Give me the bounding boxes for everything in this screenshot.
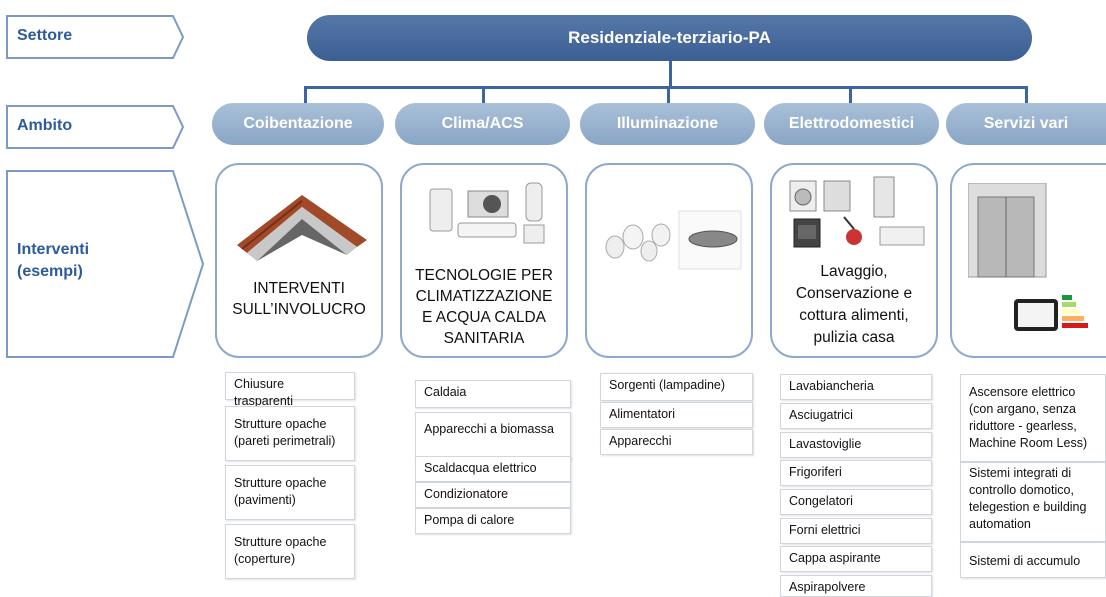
list-item: Strutture opache (pareti perimetrali) [225, 406, 355, 461]
hvac-appliances-icon [429, 182, 545, 244]
card-text-line: CLIMATIZZAZIONE [415, 288, 553, 305]
list-item: Strutture opache (coperture) [225, 524, 355, 579]
list-item: Apparecchi a biomassa [415, 412, 571, 460]
card-text-line: TECNOLOGIE PER [415, 267, 553, 284]
connector-horizontal [304, 86, 1028, 89]
list-item: Cappa aspirante [780, 546, 932, 572]
card-text-line: SULL’INVOLUCRO [232, 301, 366, 318]
list-item: Sistemi di accumulo [960, 542, 1106, 578]
row-label-settore: Settore [5, 14, 185, 60]
energy-label-icon [1014, 295, 1088, 331]
ambito-clima-acs: Clima/ACS [395, 103, 570, 145]
list-item: Sistemi integrati di controllo domotico,… [960, 462, 1106, 542]
sector-bar: Residenziale-terziario-PA [307, 15, 1032, 61]
light-bulbs-icon [605, 210, 742, 270]
list-item: Congelatori [780, 489, 932, 515]
card-illuminazione [585, 163, 753, 358]
list-item: Apparecchi [600, 429, 753, 455]
list-item: Ascensore elettrico (con argano, senza r… [960, 374, 1106, 462]
card-servizi-vari [950, 163, 1106, 358]
row-label-ambito: Ambito [5, 104, 185, 150]
list-item: Caldaia [415, 380, 571, 408]
list-item: Lavabiancheria [780, 374, 932, 400]
list-item: Condizionatore [415, 482, 571, 508]
card-text-line: INTERVENTI [253, 280, 345, 297]
ambito-servizi-vari: Servizi vari [946, 103, 1106, 145]
list-item: Scaldacqua elettrico [415, 456, 571, 482]
card-text-line: Conservazione e [795, 285, 913, 302]
card-elettrodomestici: Lavaggio, Conservazione e cottura alimen… [770, 163, 938, 358]
home-appliances-icon [789, 176, 925, 248]
card-text-line: E ACQUA CALDA [421, 309, 547, 326]
list-item: Asciugatrici [780, 403, 932, 429]
connector-trunk [669, 61, 672, 87]
card-clima-acs: TECNOLOGIE PER CLIMATIZZAZIONE E ACQUA C… [400, 163, 568, 358]
list-item: Chiusure trasparenti [225, 372, 355, 408]
row-label-interventi: Interventi (esempi) [5, 169, 205, 359]
list-item: Lavastoviglie [780, 432, 932, 458]
list-item: Aspirapolvere [780, 575, 932, 597]
connector-drop-5 [1025, 86, 1028, 104]
list-item: Alimentatori [600, 402, 753, 428]
ambito-illuminazione: Illuminazione [580, 103, 755, 145]
list-item: Strutture opache (pavimenti) [225, 465, 355, 520]
list-item: Forni elettrici [780, 518, 932, 544]
chevron-shape [6, 105, 185, 149]
card-text-line: SANITARIA [443, 330, 525, 347]
list-item: Pompa di calore [415, 508, 571, 534]
elevator-icon [968, 183, 1047, 278]
ambito-coibentazione: Coibentazione [212, 103, 384, 145]
list-item: Frigoriferi [780, 460, 932, 486]
ambito-elettrodomestici: Elettrodomestici [764, 103, 939, 145]
connector-drop-1 [304, 86, 307, 104]
connector-drop-4 [849, 86, 852, 104]
card-coibentazione: INTERVENTI SULL’INVOLUCRO [215, 163, 383, 358]
card-text-line: Lavaggio, [820, 263, 888, 280]
card-text-line: pulizia casa [813, 329, 895, 346]
roof-insulation-icon [237, 195, 367, 261]
chevron-shape [6, 170, 205, 358]
chevron-shape [6, 15, 185, 59]
list-item: Sorgenti (lampadine) [600, 373, 753, 401]
connector-drop-2 [482, 86, 485, 104]
card-text-line: cottura alimenti, [799, 307, 909, 324]
connector-drop-3 [667, 86, 670, 104]
